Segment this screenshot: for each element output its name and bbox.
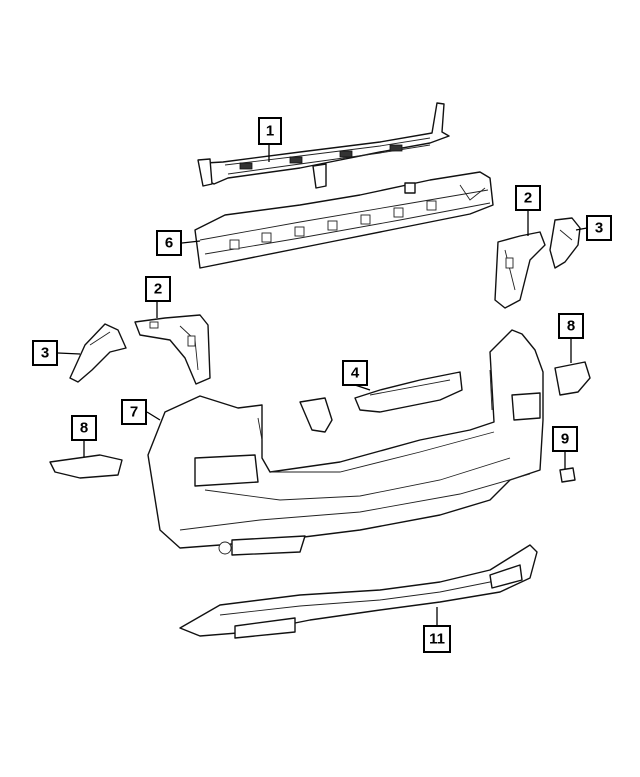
part-3-left-retainer (69, 323, 127, 383)
callout-11: 11 (423, 625, 451, 653)
callout-2-right-label: 2 (524, 190, 532, 207)
leader-lines (57, 145, 588, 625)
callout-1: 1 (258, 117, 282, 145)
callout-8-right-label: 8 (567, 318, 575, 335)
part-8-right-reflector (554, 361, 591, 396)
part-4-step-pad (299, 371, 463, 433)
callout-11-label: 11 (429, 631, 445, 648)
callout-3-left: 3 (32, 340, 58, 366)
callout-8-right: 8 (558, 313, 584, 339)
callout-2-left-label: 2 (154, 281, 162, 298)
callout-2-right: 2 (515, 185, 541, 211)
callout-1-label: 1 (266, 123, 274, 140)
callout-6: 6 (156, 230, 182, 256)
callout-3-right-label: 3 (595, 220, 603, 237)
part-3-right-retainer (549, 217, 581, 269)
part-6-energy-absorber (194, 171, 494, 269)
part-11-lower-valance (179, 544, 538, 639)
callout-9: 9 (552, 426, 578, 452)
callout-3-right: 3 (586, 215, 612, 241)
callout-6-label: 6 (165, 235, 173, 252)
part-9-plug (559, 467, 576, 483)
part-1-upper-bar (197, 102, 450, 189)
callout-7: 7 (121, 399, 147, 425)
callout-4: 4 (342, 360, 368, 386)
callout-7-label: 7 (130, 404, 138, 421)
callout-8-left: 8 (71, 415, 97, 441)
callout-2-left: 2 (145, 276, 171, 302)
part-2-left-bracket (134, 314, 211, 385)
callout-8-left-label: 8 (80, 420, 88, 437)
part-7-bumper-fascia (147, 329, 544, 556)
part-8-left-reflector (49, 454, 123, 479)
callout-9-label: 9 (561, 431, 569, 448)
part-2-right-bracket (494, 231, 546, 309)
callout-3-left-label: 3 (41, 345, 49, 362)
callout-4-label: 4 (351, 365, 360, 382)
